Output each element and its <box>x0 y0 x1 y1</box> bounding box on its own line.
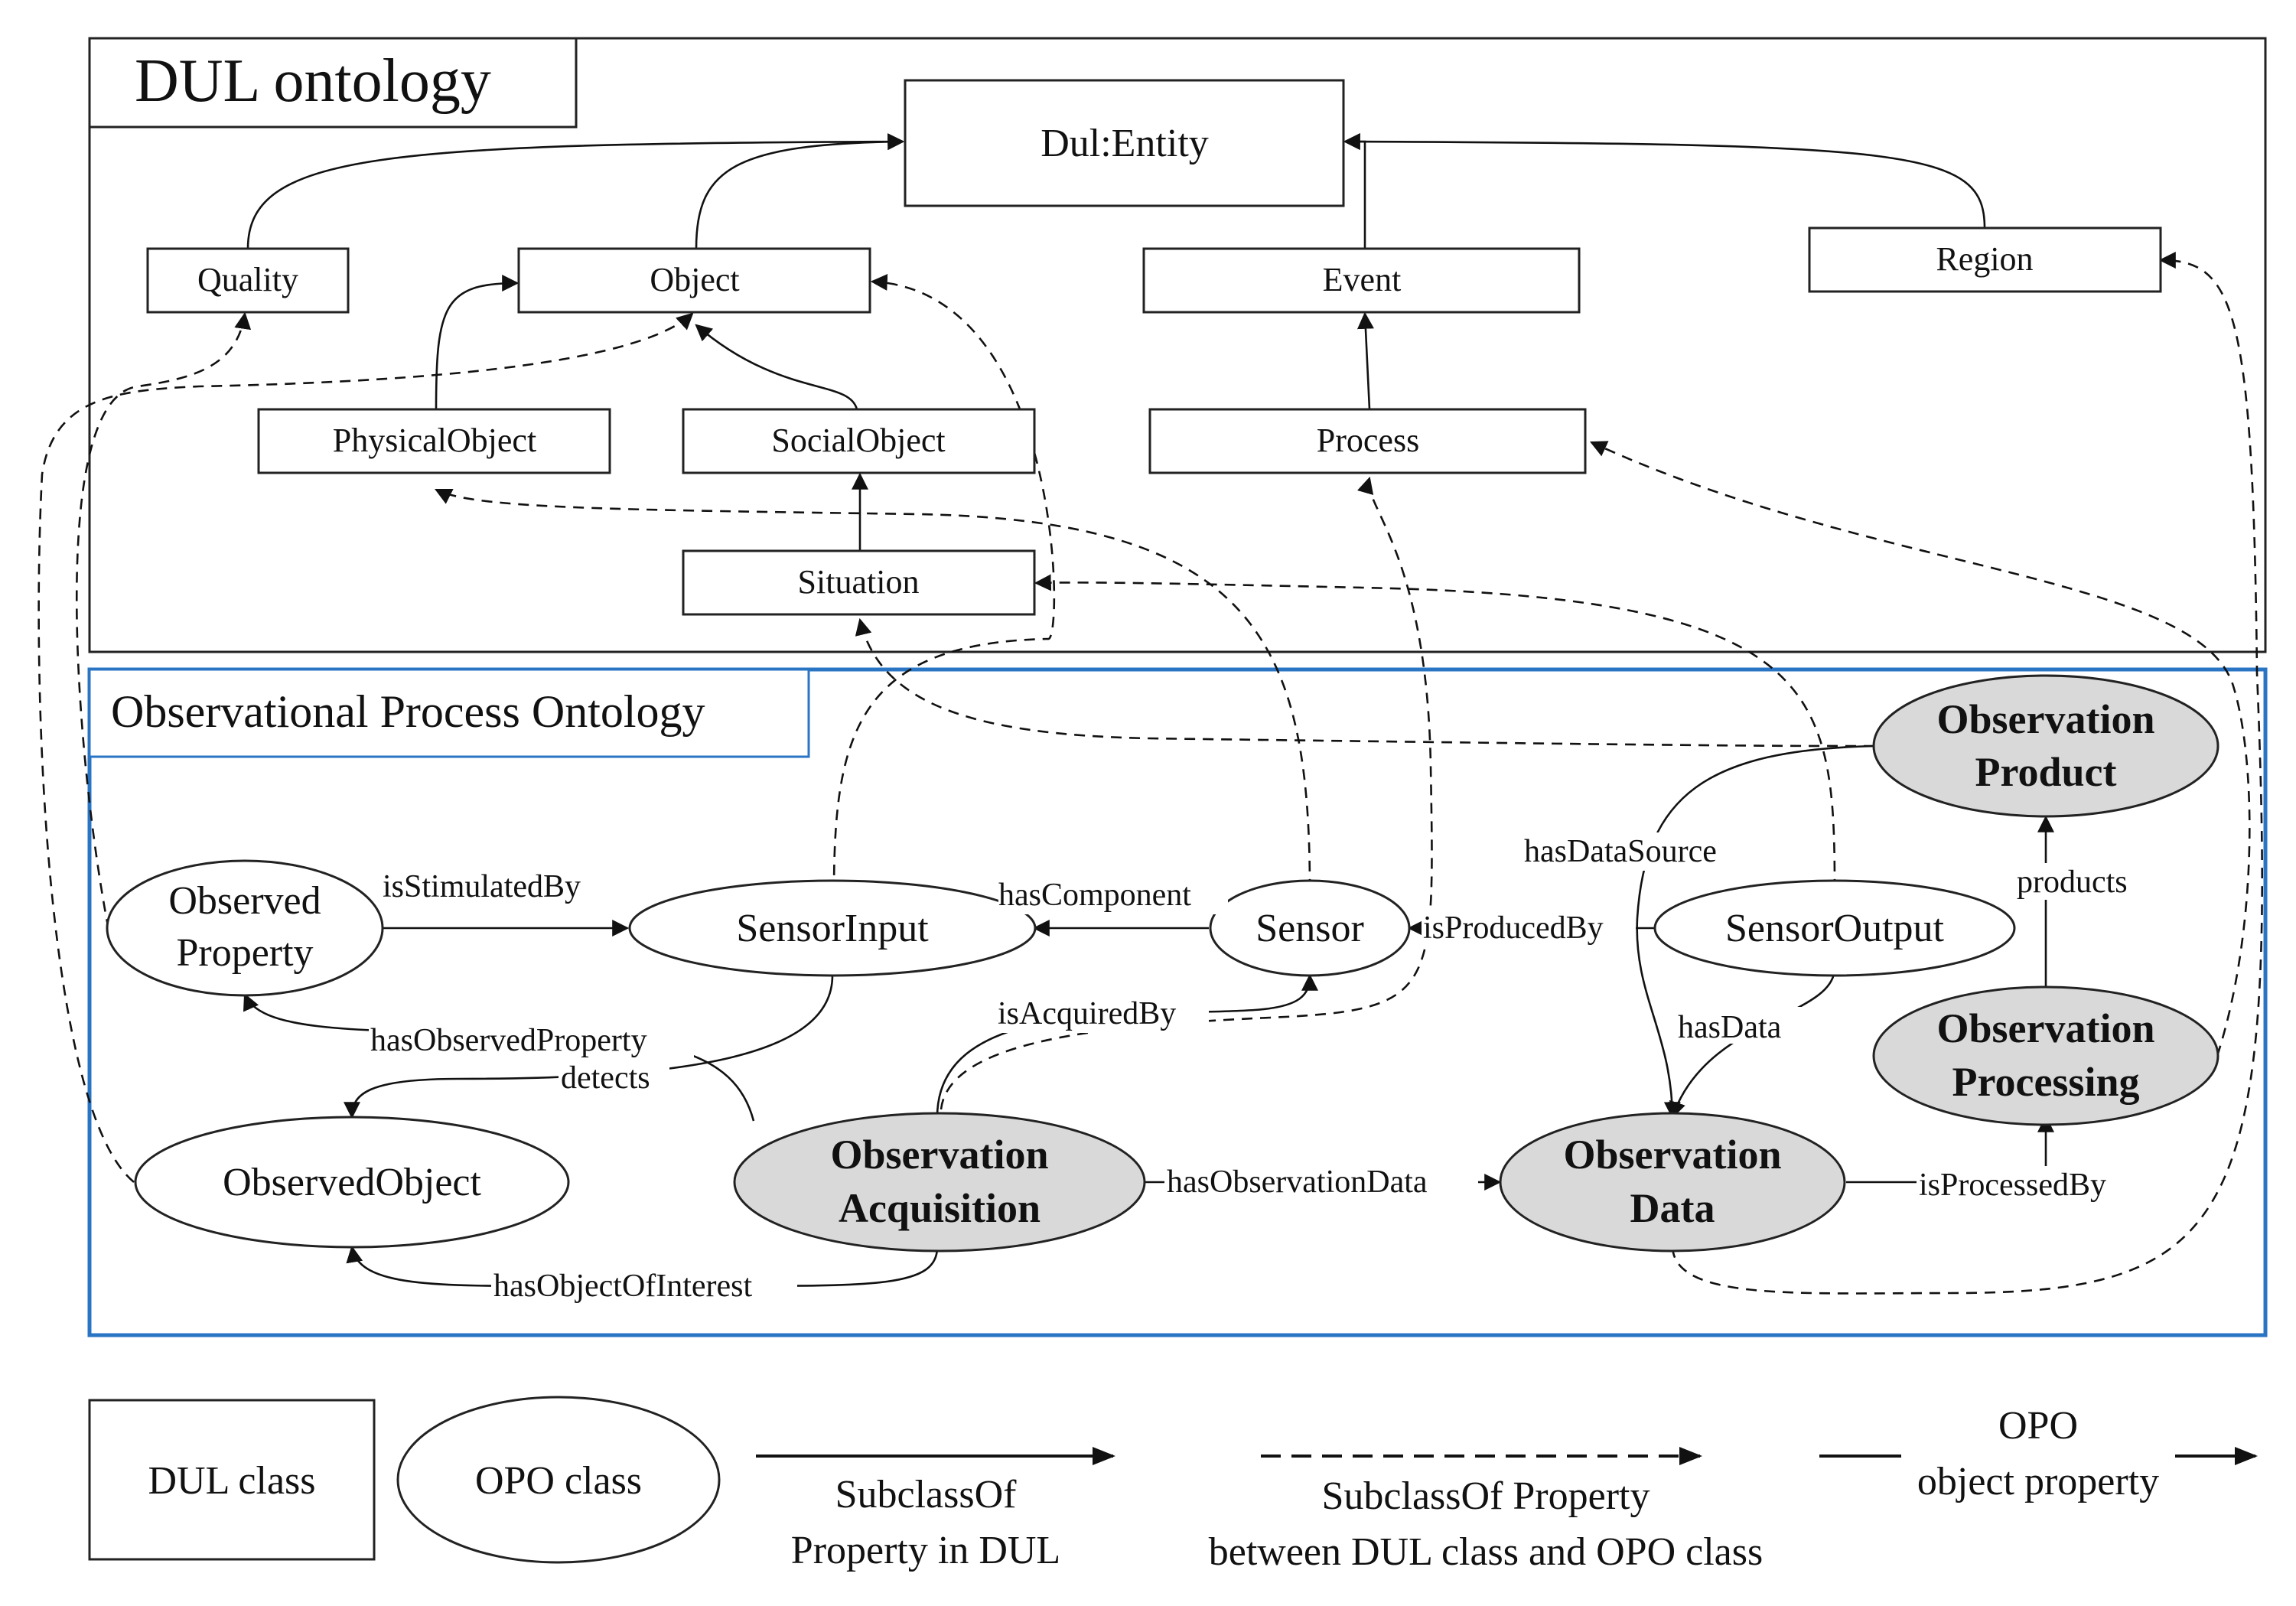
svg-text:SocialObject: SocialObject <box>771 422 945 459</box>
node-observed-property: Observed Property <box>106 859 384 997</box>
svg-text:SubclassOf: SubclassOf <box>835 1473 1018 1516</box>
label-has-observation-data: hasObservationData <box>1167 1165 1428 1200</box>
edge-object-entity <box>695 133 905 249</box>
node-quality: Quality <box>146 247 350 314</box>
label-products: products <box>2017 865 2128 900</box>
label-has-component: hasComponent <box>998 878 1191 913</box>
label-detects: detects <box>561 1060 650 1096</box>
dul-classes: Dul:Entity Quality Object Event Region P… <box>146 79 2162 616</box>
dash-acq-process <box>940 476 1433 1110</box>
edge-quality-entity <box>246 133 905 249</box>
dash-product-situation <box>855 617 1875 748</box>
node-social-object: SocialObject <box>682 408 1036 474</box>
legend-opo-class: OPO class <box>396 1396 721 1564</box>
edge-process-event <box>1356 311 1374 410</box>
svg-text:SubclassOf Property: SubclassOf Property <box>1322 1474 1650 1518</box>
svg-text:Sensor: Sensor <box>1255 907 1364 950</box>
node-observation-processing: Observation Processing <box>1872 985 2219 1126</box>
edge-physical-object <box>435 275 519 410</box>
dash-data-region <box>1671 252 2264 1295</box>
svg-text:Data: Data <box>1630 1185 1715 1231</box>
svg-text:PhysicalObject: PhysicalObject <box>333 422 536 459</box>
label-is-produced-by: isProducedBy <box>1423 911 1604 946</box>
svg-text:Situation: Situation <box>798 563 920 601</box>
svg-text:Observation: Observation <box>1563 1132 1781 1178</box>
label-is-acquired-by: isAcquiredBy <box>998 996 1176 1031</box>
svg-text:object property: object property <box>1917 1460 2159 1503</box>
legend: DUL class OPO class SubclassOf Property … <box>88 1396 2258 1574</box>
node-observation-data: Observation Data <box>1499 1112 1846 1253</box>
edges <box>37 133 2264 1295</box>
legend-subclass-dul: SubclassOf Property in DUL <box>756 1447 1115 1572</box>
node-physical-object: PhysicalObject <box>257 408 611 474</box>
svg-text:Acquisition: Acquisition <box>839 1185 1041 1231</box>
node-sensor-input: SensorInput <box>628 879 1037 977</box>
edge-region-entity <box>1343 133 1986 229</box>
svg-text:DUL class: DUL class <box>148 1459 315 1503</box>
svg-text:SensorOutput: SensorOutput <box>1725 907 1945 950</box>
dul-panel: DUL ontology <box>88 37 2267 653</box>
svg-text:Event: Event <box>1323 261 1402 298</box>
node-observed-object: ObservedObject <box>134 1116 570 1249</box>
node-dul-entity: Dul:Entity <box>904 79 1345 207</box>
svg-text:Property in DUL: Property in DUL <box>791 1529 1060 1572</box>
svg-text:ObservedObject: ObservedObject <box>223 1161 481 1204</box>
svg-text:OPO: OPO <box>1998 1404 2078 1448</box>
dash-prop-quality <box>75 311 252 930</box>
legend-dul-class: DUL class <box>88 1399 376 1561</box>
dash-sensor-physical <box>435 488 1311 891</box>
svg-text:Observation: Observation <box>1936 1005 2154 1051</box>
dul-title: DUL ontology <box>135 47 491 115</box>
node-observation-product: Observation Product <box>1872 674 2219 818</box>
label-has-data-source: hasDataSource <box>1524 834 1717 869</box>
svg-text:Product: Product <box>1975 749 2117 795</box>
svg-text:Region: Region <box>1936 240 2033 278</box>
svg-text:Property: Property <box>176 931 313 975</box>
node-region: Region <box>1808 226 2162 293</box>
edge-social-object <box>695 324 858 410</box>
legend-subclass-between: SubclassOf Property between DUL class an… <box>1209 1447 1763 1574</box>
svg-text:between DUL class and OPO clas: between DUL class and OPO class <box>1209 1530 1763 1574</box>
node-sensor-output: SensorOutput <box>1653 879 2016 977</box>
svg-text:Object: Object <box>650 261 739 298</box>
dash-output-situation <box>1034 574 1836 891</box>
svg-text:Dul:Entity: Dul:Entity <box>1041 122 1209 165</box>
opo-panel: Observational Process Ontology <box>87 667 2268 1337</box>
label-is-processed-by: isProcessedBy <box>1919 1168 2106 1203</box>
svg-text:OPO class: OPO class <box>475 1459 642 1503</box>
svg-text:Observed: Observed <box>168 879 321 923</box>
label-has-data: hasData <box>1678 1010 1782 1045</box>
label-is-stimulated-by: isStimulatedBy <box>383 869 581 904</box>
svg-text:Observation: Observation <box>830 1132 1048 1178</box>
edge-event-entity <box>1343 133 1366 249</box>
legend-opo-property: OPO object property <box>1819 1404 2258 1503</box>
edge-labels: isStimulatedBy hasComponent isProducedBy… <box>369 832 2151 1304</box>
node-observation-acquisition: Observation Acquisition <box>733 1112 1146 1253</box>
label-has-observed-property: hasObservedProperty <box>370 1023 647 1058</box>
node-situation: Situation <box>682 549 1036 616</box>
svg-text:Processing: Processing <box>1952 1059 2140 1105</box>
svg-text:SensorInput: SensorInput <box>736 907 929 950</box>
node-event: Event <box>1142 247 1581 314</box>
dash-input-object <box>832 273 1056 894</box>
edge-has-data-source <box>1636 744 1875 1119</box>
label-has-object-of-interest: hasObjectOfInterest <box>493 1269 753 1304</box>
dash-processing-process <box>1590 441 2251 1057</box>
svg-text:Quality: Quality <box>197 261 298 298</box>
svg-text:Observation: Observation <box>1936 696 2154 742</box>
opo-classes: Observed Property SensorInput Sensor Sen… <box>106 674 2219 1253</box>
node-process: Process <box>1148 408 1587 474</box>
node-object: Object <box>517 247 871 314</box>
opo-title: Observational Process Ontology <box>111 686 705 737</box>
node-sensor: Sensor <box>1209 879 1411 977</box>
dash-obj-object <box>37 312 694 1183</box>
svg-text:Process: Process <box>1317 422 1419 459</box>
